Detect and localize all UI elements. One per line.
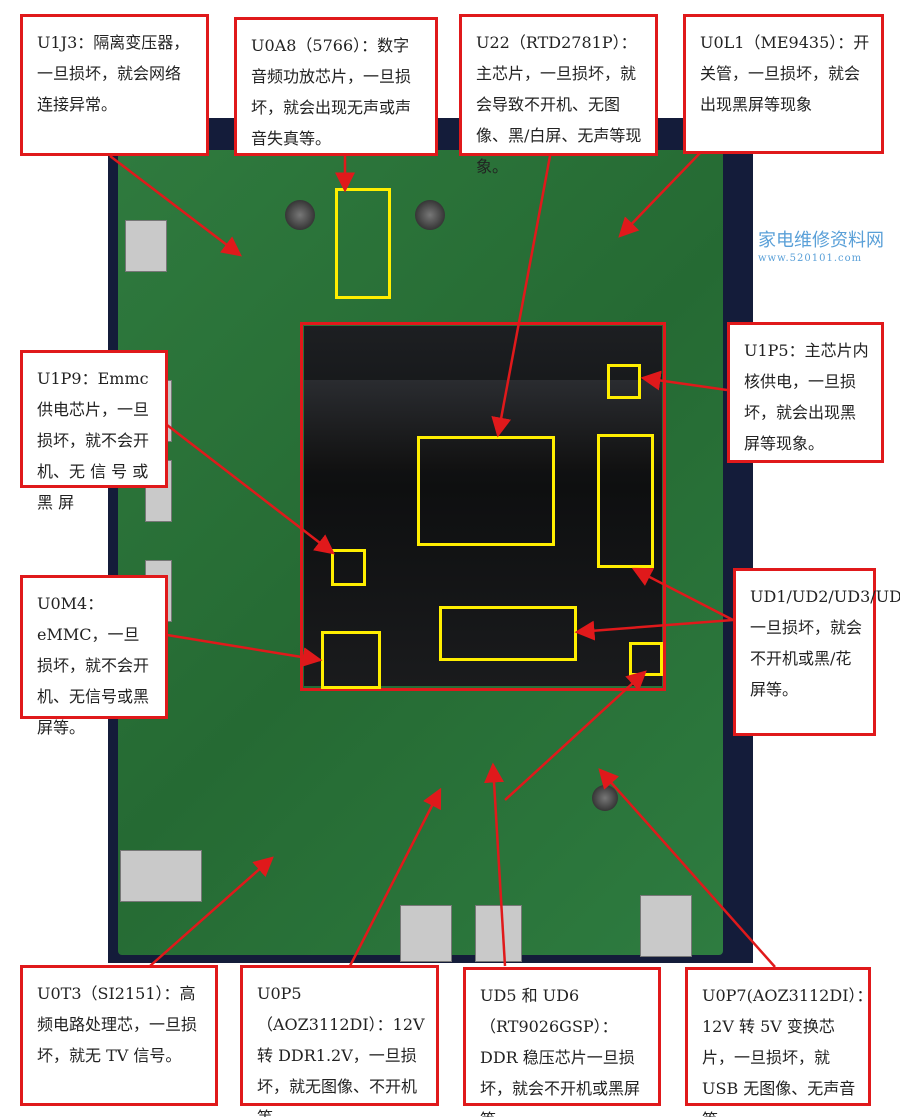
usb-port-1 — [400, 905, 452, 962]
arrow-u0l1 — [618, 152, 701, 238]
callout-text: U1P9：Emmc 供电芯片，一旦损坏，就不会开机、无 信 号 或 黑 屏 — [37, 369, 150, 512]
capacitor — [285, 200, 315, 230]
callout-u0l1: U0L1（ME9435）：开关管，一旦损坏，就会出现黑屏等现象 — [683, 14, 884, 154]
highlight-u1p9 — [331, 549, 366, 586]
callout-text: UD1/UD2/UD3/UD4(DDR4)：一旦损坏，就会不开机或黑/花屏等。 — [750, 587, 900, 699]
watermark-name: 家电维修资料网 — [758, 230, 884, 251]
ethernet-port — [125, 220, 167, 272]
usb-port-2 — [475, 905, 522, 962]
capacitor — [415, 200, 445, 230]
callout-ddr4: UD1/UD2/UD3/UD4(DDR4)：一旦损坏，就会不开机或黑/花屏等。 — [733, 568, 900, 736]
callout-u0t3: U0T3（SI2151）：高频电路处理芯，一旦损坏，就无 TV 信号。 — [20, 965, 218, 1106]
watermark-url: www.520101.com — [758, 253, 863, 264]
callout-u0a8: U0A8（5766）：数字音频功放芯片，一旦损坏，就会出现无声或声音失真等。 — [234, 17, 438, 156]
main-chip-area-frame — [300, 322, 666, 691]
usb-port-3 — [640, 895, 692, 957]
callout-text: UD5 和 UD6（RT9026GSP）：DDR 稳压芯片一旦损坏，就会不开机或… — [480, 986, 641, 1117]
callout-text: U1P5：主芯片内核供电，一旦损坏，就会出现黑屏等现象。 — [744, 341, 869, 453]
callout-text: U0P5（AOZ3112DI）：12V 转 DDR1.2V，一旦损坏，就无图像、… — [257, 984, 425, 1117]
arrow-u22 — [491, 155, 552, 438]
highlight-u0a8 — [335, 188, 391, 299]
callout-ud5-ud6: UD5 和 UD6（RT9026GSP）：DDR 稳压芯片一旦损坏，就会不开机或… — [463, 967, 661, 1117]
arrow-u0t3 — [149, 856, 274, 967]
arrow-u1p5 — [640, 370, 728, 392]
rf-tuner-port — [120, 850, 202, 902]
arrow-ud5 — [484, 762, 507, 967]
callout-text: U1J3：隔离变压器，一旦损坏，就会网络连接异常。 — [37, 33, 190, 114]
arrow-u0p5 — [348, 787, 442, 967]
highlight-ddr-right — [597, 434, 654, 568]
callout-u0p7: U0P7(AOZ3112DI）：12V 转 5V 变换芯片，一旦损坏，就 USB… — [685, 967, 873, 1117]
callout-u22: U22（RTD2781P）：主芯片，一旦损坏，就会导致不开机、无图像、黑/白屏、… — [459, 14, 658, 176]
callout-u0p5: U0P5（AOZ3112DI）：12V 转 DDR1.2V，一旦损坏，就无图像、… — [240, 965, 439, 1117]
arrow-u0m4 — [166, 633, 323, 668]
arrow-small-chip — [504, 670, 647, 801]
callout-text: U22（RTD2781P）：主芯片，一旦损坏，就会导致不开机、无图像、黑/白屏、… — [476, 33, 642, 176]
highlight-u1p5 — [607, 364, 641, 399]
watermark-logo: 家电维修资料网 www.520101.com — [758, 230, 896, 266]
highlight-u22 — [417, 436, 555, 546]
highlight-u0m4 — [321, 631, 381, 689]
callout-u0m4: U0M4：eMMC，一旦损坏，就不会开机、无信号或黑屏等。 — [20, 575, 168, 737]
callout-text: U0A8（5766）：数字音频功放芯片，一旦损坏，就会出现无声或声音失真等。 — [251, 36, 412, 148]
arrow-u1p9 — [166, 424, 335, 555]
callout-u1p9: U1P9：Emmc 供电芯片，一旦损坏，就不会开机、无 信 号 或 黑 屏 — [20, 350, 168, 512]
arrow-ddr-right — [631, 567, 734, 622]
arrow-u0p7 — [598, 768, 776, 968]
arrow-ddr-bottom — [574, 618, 734, 641]
callout-u1j3: U1J3：隔离变压器，一旦损坏，就会网络连接异常。 — [20, 14, 209, 156]
heatsink-fin — [304, 380, 662, 470]
callout-text: U0T3（SI2151）：高频电路处理芯，一旦损坏，就无 TV 信号。 — [37, 984, 198, 1065]
callout-text: U0M4：eMMC，一旦损坏，就不会开机、无信号或黑屏等。 — [37, 594, 150, 737]
callout-text: U0L1（ME9435）：开关管，一旦损坏，就会出现黑屏等现象 — [700, 33, 870, 114]
arrow-u1j3 — [109, 155, 242, 257]
callout-u1p5: U1P5：主芯片内核供电，一旦损坏，就会出现黑屏等现象。 — [727, 322, 884, 463]
callout-text: U0P7(AOZ3112DI）：12V 转 5V 变换芯片，一旦损坏，就 USB… — [702, 986, 873, 1117]
